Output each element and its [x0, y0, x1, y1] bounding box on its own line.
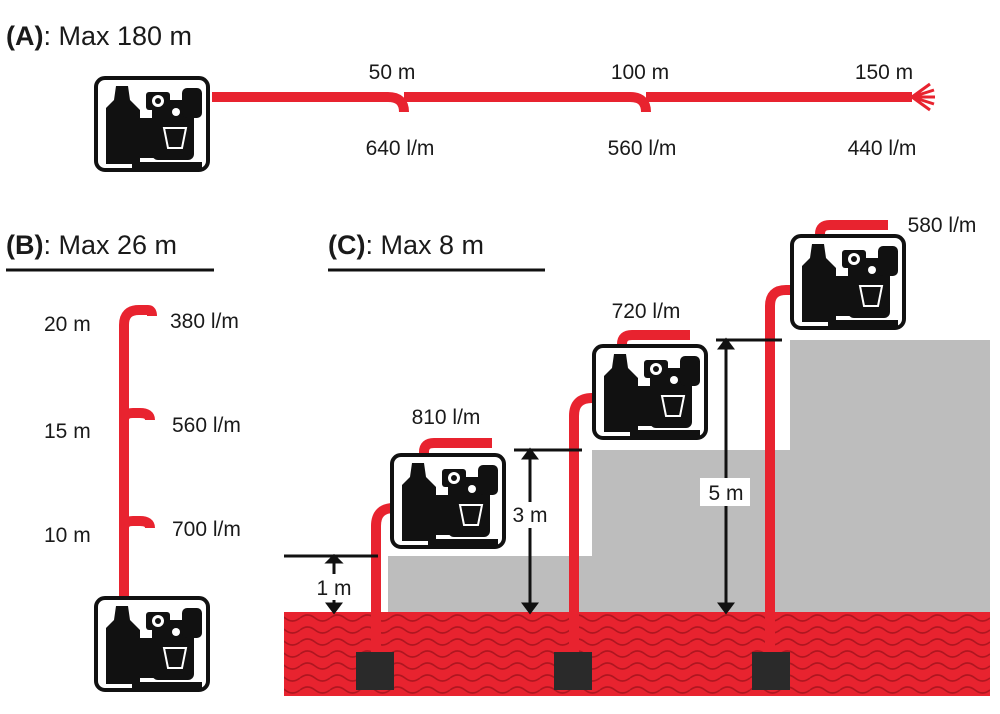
discharge-hose-1: [419, 438, 492, 458]
height-label-10: 10 m: [44, 524, 91, 547]
flow-label-a3: 440 l/m: [848, 137, 917, 160]
pump-icon: [390, 453, 506, 549]
height-label-20: 20 m: [44, 313, 91, 336]
suction-hose-2: [569, 393, 598, 655]
section-c-key: (C): [328, 230, 365, 260]
flow-label-a2: 560 l/m: [608, 137, 677, 160]
lift-label-3: 5 m: [708, 482, 743, 505]
flow-label-b2: 560 l/m: [172, 414, 241, 437]
dimension-arrow-icon: [284, 553, 378, 615]
vertical-hose: [119, 305, 157, 600]
section-b: (B): Max 26 m 20 m 15 m 10 m 380 l/m 560…: [6, 230, 241, 692]
flow-label-a1: 640 l/m: [366, 137, 435, 160]
flow-label-c2: 720 l/m: [612, 300, 681, 323]
section-b-title-suffix: : Max 26 m: [43, 230, 177, 260]
section-a-title: (A): Max 180 m: [6, 21, 192, 51]
dimension-arrow-icon: [514, 447, 582, 615]
horizontal-hose: [212, 92, 912, 113]
flow-label-b3: 700 l/m: [172, 518, 241, 541]
section-a-title-suffix: : Max 180 m: [43, 21, 192, 51]
water-surface: [284, 612, 990, 696]
section-b-key: (B): [6, 230, 43, 260]
pump-icon: [790, 234, 906, 330]
pump-icon: [94, 76, 210, 172]
foot-valve-icon: [752, 652, 790, 690]
flow-label-c3: 580 l/m: [908, 214, 977, 237]
suction-hose-3: [765, 285, 796, 655]
distance-label-150: 150 m: [855, 61, 913, 84]
lift-label-bg-3: [700, 478, 750, 506]
foot-valve-icon: [554, 652, 592, 690]
lift-label-1: 1 m: [316, 577, 351, 600]
lift-label-bg-1: [314, 576, 354, 600]
lift-label-2: 3 m: [512, 504, 547, 527]
nozzle-spray-icon: [911, 82, 935, 112]
pump-icon: [592, 344, 708, 440]
distance-label-50: 50 m: [369, 61, 416, 84]
flow-label-c1: 810 l/m: [412, 406, 481, 429]
flow-label-b1: 380 l/m: [170, 310, 239, 333]
height-label-15: 15 m: [44, 420, 91, 443]
section-b-title: (B): Max 26 m: [6, 230, 177, 260]
lift-label-bg-2: [506, 502, 556, 528]
foot-valve-icon: [356, 652, 394, 690]
discharge-hose-3: [815, 220, 888, 240]
section-c-title-suffix: : Max 8 m: [365, 230, 484, 260]
discharge-hose-2: [617, 330, 690, 350]
section-c-title: (C): Max 8 m: [328, 230, 484, 260]
pump-icon: [94, 596, 210, 692]
stepped-ground: [388, 340, 990, 612]
section-a-key: (A): [6, 21, 43, 51]
section-a: (A): Max 180 m ( 50 m 100 m 150 m 640 l/…: [6, 21, 935, 172]
distance-label-100: 100 m: [611, 61, 669, 84]
section-c: (C): Max 8 m: [284, 214, 990, 696]
